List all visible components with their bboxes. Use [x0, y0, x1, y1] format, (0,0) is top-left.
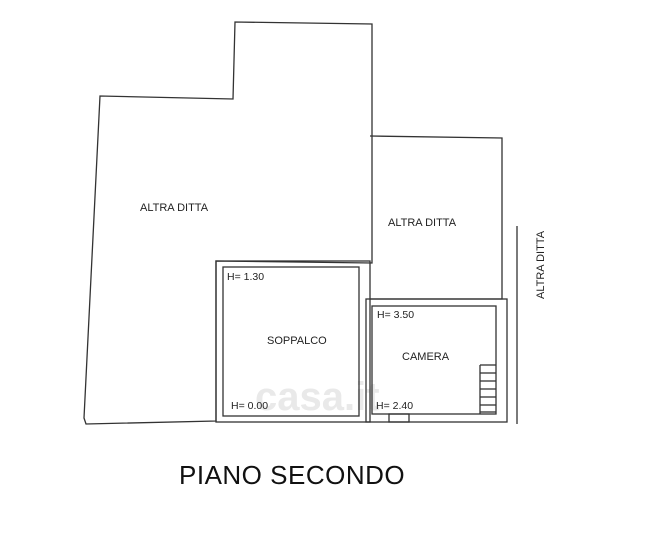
plan-title: PIANO SECONDO — [179, 460, 405, 490]
staircase-icon — [479, 364, 496, 414]
wall-soppalco-inner — [222, 266, 360, 417]
height-soppalco-bottom: H= 0.00 — [231, 400, 268, 412]
wall-altra-ditta-left — [83, 21, 373, 425]
label-altra-ditta-left: ALTRA DITTA — [140, 202, 209, 214]
height-camera-top: H= 3.50 — [377, 309, 414, 321]
wall-camera-inner — [371, 305, 497, 415]
wall-camera-outer — [365, 298, 508, 423]
wall-soppalco-outer — [215, 260, 371, 423]
label-soppalco: SOPPALCO — [267, 335, 327, 347]
label-altra-ditta-center: ALTRA DITTA — [388, 217, 457, 229]
door-bottom — [388, 413, 410, 423]
label-camera: CAMERA — [402, 351, 450, 363]
watermark: casa.it — [255, 375, 380, 419]
height-camera-bottom: H= 2.40 — [376, 400, 413, 412]
label-altra-ditta-right: ALTRA DITTA — [535, 230, 547, 299]
height-soppalco-top: H= 1.30 — [227, 271, 264, 283]
